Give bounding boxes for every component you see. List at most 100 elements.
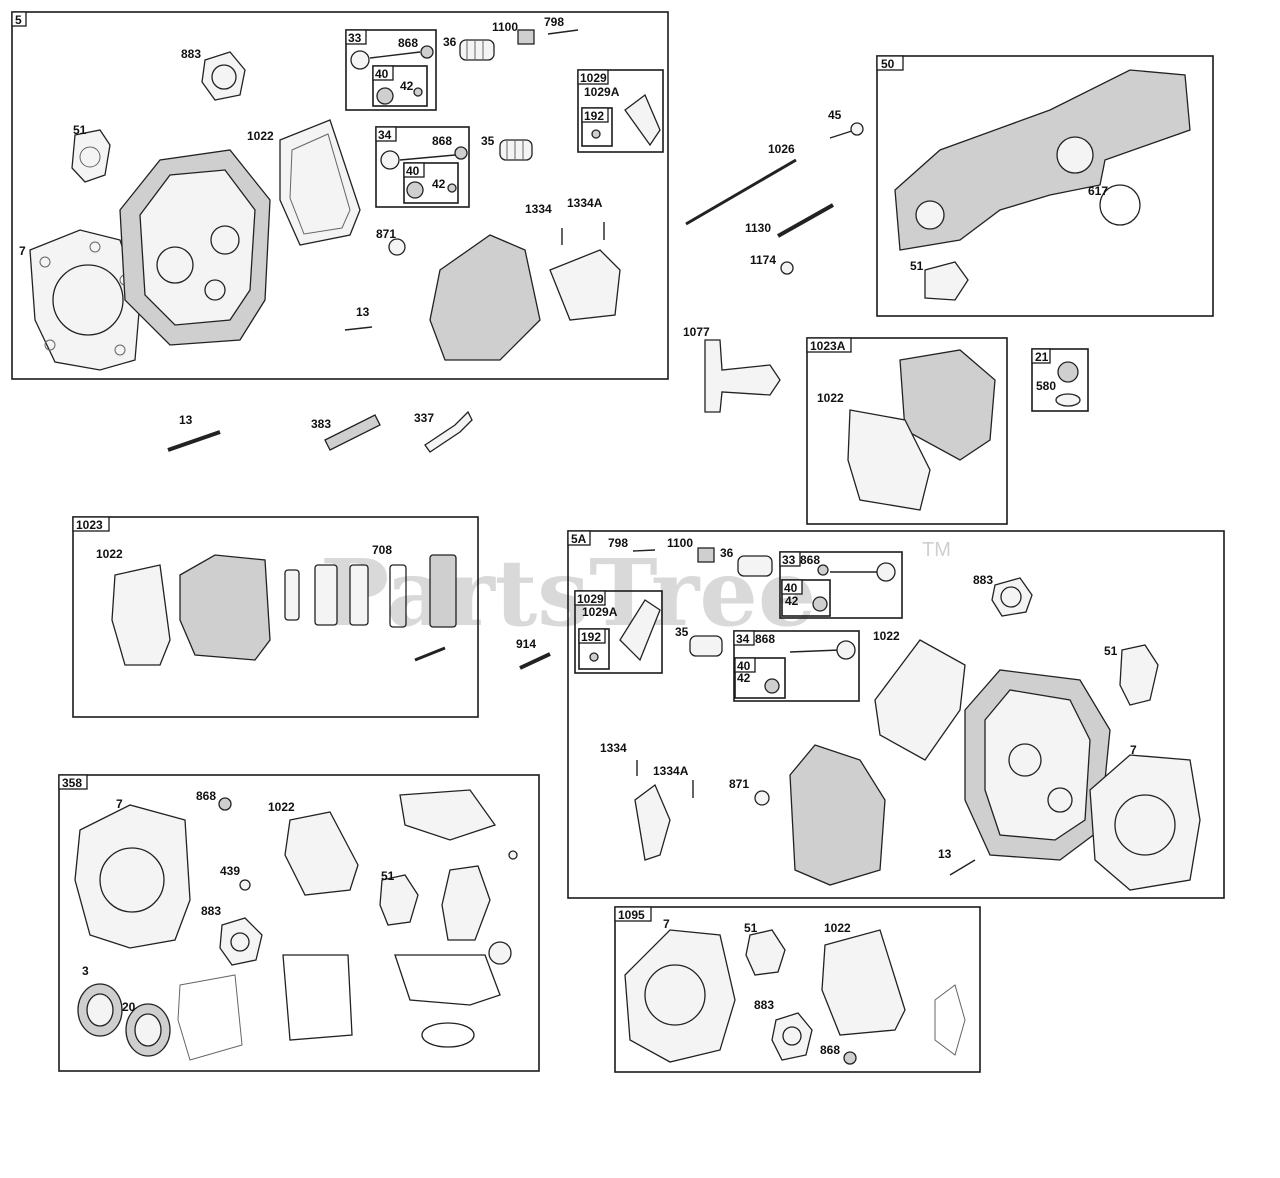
svg-text:192: 192 xyxy=(584,109,604,123)
svg-text:617: 617 xyxy=(1088,184,1108,198)
svg-text:1029A: 1029A xyxy=(584,85,620,99)
svg-text:580: 580 xyxy=(1036,379,1056,393)
svg-text:35: 35 xyxy=(675,625,689,639)
svg-text:1022: 1022 xyxy=(268,800,295,814)
svg-text:42: 42 xyxy=(432,177,446,191)
group-5A[interactable]: 5A 33 40 1029 192 34 40 xyxy=(567,530,1225,899)
o-ring-icon xyxy=(388,238,406,256)
group-5[interactable]: 5 33 xyxy=(11,11,669,380)
bolt-icon xyxy=(547,29,579,35)
svg-text:1029A: 1029A xyxy=(582,605,618,619)
svg-text:40: 40 xyxy=(375,67,389,81)
rocker-arm-icon xyxy=(619,599,661,662)
svg-text:13: 13 xyxy=(179,413,193,427)
svg-text:51: 51 xyxy=(910,259,924,273)
svg-text:883: 883 xyxy=(181,47,201,61)
svg-text:51: 51 xyxy=(381,869,395,883)
svg-text:1029: 1029 xyxy=(577,592,604,606)
rocker-arm-icon xyxy=(624,93,661,147)
svg-text:798: 798 xyxy=(544,15,564,29)
group-50[interactable]: 50 617 51 xyxy=(876,55,1214,317)
svg-text:5A: 5A xyxy=(571,532,587,546)
svg-text:51: 51 xyxy=(1104,644,1118,658)
svg-text:868: 868 xyxy=(398,36,418,50)
svg-text:7: 7 xyxy=(19,244,26,258)
svg-text:33: 33 xyxy=(348,31,362,45)
svg-text:358: 358 xyxy=(62,776,82,790)
svg-text:1095: 1095 xyxy=(618,908,645,922)
tool-icon xyxy=(324,414,381,451)
svg-text:1022: 1022 xyxy=(873,629,900,643)
svg-text:50: 50 xyxy=(881,57,895,71)
shield-icon xyxy=(549,249,621,321)
air-guide-icon xyxy=(429,234,541,361)
gasket-icon xyxy=(924,261,969,301)
svg-text:883: 883 xyxy=(973,573,993,587)
svg-text:1026: 1026 xyxy=(768,142,795,156)
svg-text:1100: 1100 xyxy=(667,536,693,550)
group-358[interactable]: 358 7 868 1022 439 51 883 3 20 xyxy=(58,774,540,1072)
valve-spring-icon xyxy=(737,555,773,577)
svg-text:1023: 1023 xyxy=(76,518,103,532)
valve-spring-icon xyxy=(499,139,533,161)
svg-text:33: 33 xyxy=(782,553,796,567)
svg-text:40: 40 xyxy=(784,581,798,595)
seal-ring-icon xyxy=(201,51,246,101)
valve-icon xyxy=(350,50,370,70)
svg-text:1077: 1077 xyxy=(683,325,710,339)
svg-text:1334A: 1334A xyxy=(653,764,689,778)
svg-text:42: 42 xyxy=(785,594,799,608)
svg-text:192: 192 xyxy=(581,630,601,644)
oil-cap-icon xyxy=(1057,361,1079,383)
spark-plug-icon xyxy=(424,410,473,453)
svg-text:1022: 1022 xyxy=(817,391,844,405)
svg-text:13: 13 xyxy=(356,305,370,319)
svg-text:1029: 1029 xyxy=(580,71,607,85)
svg-text:1022: 1022 xyxy=(96,547,123,561)
svg-text:337: 337 xyxy=(414,411,434,425)
svg-text:868: 868 xyxy=(755,632,775,646)
svg-text:868: 868 xyxy=(196,789,216,803)
svg-text:871: 871 xyxy=(729,777,749,791)
gasket-icon xyxy=(111,564,171,666)
svg-text:51: 51 xyxy=(744,921,758,935)
watermark-trademark: TM xyxy=(922,539,951,561)
valve-spring-icon xyxy=(459,39,495,61)
svg-text:40: 40 xyxy=(737,659,751,673)
svg-text:35: 35 xyxy=(481,134,495,148)
svg-text:1100: 1100 xyxy=(492,20,518,34)
svg-text:36: 36 xyxy=(443,35,457,49)
svg-text:40: 40 xyxy=(406,164,420,178)
bracket-icon xyxy=(704,339,781,413)
group-21[interactable]: 21 580 xyxy=(1031,348,1089,412)
svg-text:42: 42 xyxy=(400,79,414,93)
svg-text:708: 708 xyxy=(372,543,392,557)
svg-text:7: 7 xyxy=(1130,743,1137,757)
valve-cover-gasket-icon xyxy=(279,119,361,246)
svg-text:1174: 1174 xyxy=(750,253,776,267)
group-tag: 5 xyxy=(15,13,22,27)
svg-text:883: 883 xyxy=(754,998,774,1012)
svg-text:1022: 1022 xyxy=(824,921,851,935)
svg-text:1023A: 1023A xyxy=(810,339,846,353)
shield-icon xyxy=(634,783,671,861)
air-guide-icon xyxy=(789,744,886,886)
svg-text:34: 34 xyxy=(378,128,392,142)
svg-text:914: 914 xyxy=(516,637,536,651)
svg-text:45: 45 xyxy=(828,108,842,122)
svg-text:383: 383 xyxy=(311,417,331,431)
group-1023[interactable]: 1023 1022 708 xyxy=(72,516,479,718)
svg-text:20: 20 xyxy=(122,1000,136,1014)
svg-text:798: 798 xyxy=(608,536,628,550)
svg-text:3: 3 xyxy=(82,964,89,978)
clip-icon xyxy=(517,29,535,45)
svg-text:883: 883 xyxy=(201,904,221,918)
group-1023A[interactable]: 1023A 1022 xyxy=(806,337,1008,525)
cylinder-head-icon xyxy=(119,149,271,346)
svg-text:868: 868 xyxy=(800,553,820,567)
svg-text:7: 7 xyxy=(663,917,670,931)
svg-text:868: 868 xyxy=(432,134,452,148)
svg-text:51: 51 xyxy=(73,123,87,137)
group-1095[interactable]: 1095 7 51 1022 883 868 xyxy=(614,906,981,1073)
